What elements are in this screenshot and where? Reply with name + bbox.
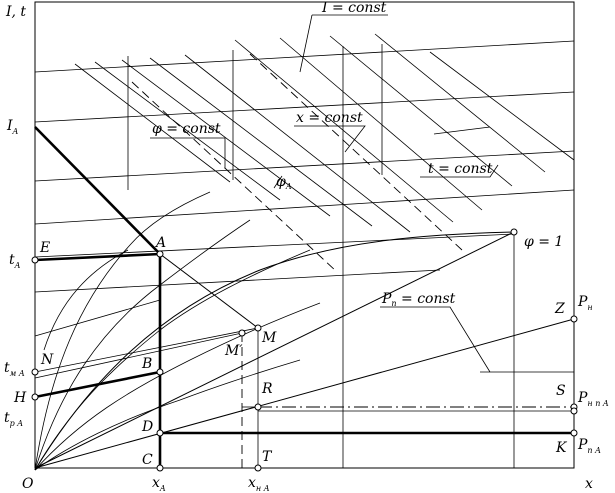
point-label-B: B (141, 356, 152, 372)
temperature-lines (74, 33, 575, 272)
point-label-K: K (555, 440, 568, 456)
diagram-frame (34, 1, 575, 469)
tick-IA: IA (6, 118, 19, 136)
rel-humidity-a-label: φA (276, 174, 292, 191)
point-label-S: S (556, 383, 566, 399)
point-label-Z: Z (554, 301, 565, 317)
y-axis-label: I, t (5, 4, 26, 20)
point-label-D: D (141, 419, 153, 435)
line-A-to-M (159, 253, 259, 329)
tick-tpA: tр A (4, 410, 23, 428)
m-line-lower (34, 332, 243, 379)
marker-points (31, 228, 578, 472)
tick-PnA: Pп A (577, 437, 601, 455)
saturation-label: φ = 1 (524, 234, 563, 250)
saturation-line (34, 231, 515, 469)
point-label-R: R (261, 381, 273, 397)
line-E-to-A (34, 252, 161, 262)
vapor-pressure-line (34, 318, 575, 469)
moisture-label: x = const (296, 110, 363, 126)
rel-humidity-label: φ = const (152, 121, 221, 137)
point-label-N: N (40, 352, 54, 368)
point-label-A: A (154, 235, 166, 251)
x-axis-label: x (585, 476, 593, 492)
enthalpy-label: I = const (321, 0, 387, 16)
point-label-C: C (142, 452, 153, 468)
tick-xnA: xн A (248, 475, 270, 493)
tick-tA: tA (9, 252, 21, 270)
tick-tmA: tм A (4, 360, 25, 378)
point-label-E: E (39, 240, 50, 256)
origin-label: O (22, 476, 34, 492)
tick-xA: xA (152, 475, 166, 493)
point-label-T: T (262, 449, 273, 465)
vapor-pressure-label: Pп = const (381, 291, 456, 308)
humidity-curves (34, 191, 515, 471)
line-H-to-B (34, 370, 161, 399)
point-label-M: M (261, 330, 277, 346)
upper-short-line (34, 299, 161, 337)
point-label-Mprime: M′ (224, 343, 243, 359)
temperature-label: t = const (428, 161, 493, 177)
enthalpy-lines (34, 40, 575, 293)
tick-PnnA: Pн п A (577, 390, 609, 408)
leader-lines (150, 14, 499, 373)
tick-Pn: Pн (577, 294, 593, 312)
point-label-H: H (13, 390, 27, 406)
m-line-upper (34, 327, 259, 373)
line-IA-to-A (34, 126, 161, 255)
moisture-lines (127, 44, 383, 468)
